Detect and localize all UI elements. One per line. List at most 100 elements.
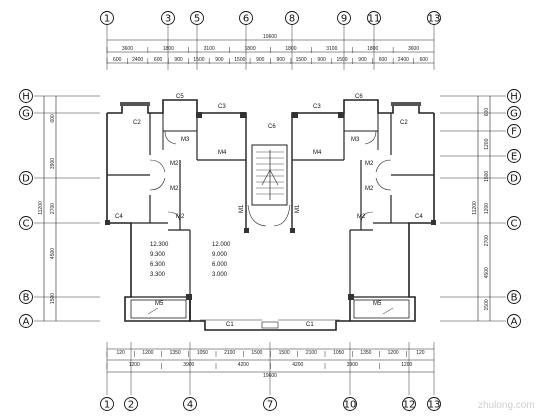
axis-bubble-top-5: 9 — [337, 11, 351, 25]
axis-bubble-right-7-label: A — [511, 316, 518, 327]
dim-top-row2-14: 2400 — [398, 57, 409, 63]
axis-bubble-top-5-label: 9 — [341, 13, 347, 24]
dim-bottom-row2-8: 1050 — [333, 350, 344, 356]
elevation-center-3: 3.000 — [212, 272, 228, 278]
axis-bubble-right-2-label: F — [511, 126, 517, 137]
axis-bubble-bottom-1-label: 2 — [128, 399, 134, 410]
axis-bubble-right-1: G — [507, 106, 521, 120]
axis-bubble-left-3: C — [19, 216, 33, 230]
dim-bottom-row2-5: 1500 — [251, 350, 262, 356]
axis-bubble-left-1: G — [19, 106, 33, 120]
dim-bottom-total: 19600 — [263, 373, 277, 379]
dim-left-total: 11200 — [38, 201, 44, 215]
axis-bubble-right-0-label: H — [510, 91, 518, 102]
dim-top-row2-6: 1500 — [234, 57, 245, 63]
axis-bubble-right-6-label: B — [511, 292, 518, 303]
elevation-list-left: 12.300 9.300 6.300 3.300 — [150, 242, 169, 278]
axis-bubble-left-5-label: A — [23, 316, 30, 327]
elevation-list-center: 12.000 9.000 6.000 3.000 — [212, 242, 231, 278]
dim-top-row2-9: 1500 — [296, 57, 307, 63]
elevation-left-3: 3.300 — [150, 272, 166, 278]
dim-top-row2-7: 900 — [256, 57, 265, 63]
dim-right-seg-1: 1200 — [484, 138, 490, 149]
room-label-c3-left: C3 — [218, 104, 226, 110]
axis-bubble-right-3: E — [507, 149, 521, 163]
dim-bottom-row1-0: 1200 — [129, 362, 140, 368]
room-label-c1-right: C1 — [306, 322, 314, 328]
dim-top-total: 19600 — [263, 34, 277, 40]
elevation-center-2: 6.000 — [212, 262, 228, 268]
axis-bubble-top-7-label: 13 — [428, 13, 441, 24]
dim-top-row2-11: 1500 — [336, 57, 347, 63]
room-label-c2-right: C2 — [400, 120, 408, 126]
dim-right-seg-0: 600 — [484, 108, 490, 117]
axis-bubble-left-3-label: C — [23, 218, 30, 229]
dim-top-row2-0: 600 — [113, 57, 122, 63]
room-label-m3-left: M3 — [181, 137, 190, 143]
axis-bubble-top-4: 8 — [285, 11, 299, 25]
room-label-m4-right: M4 — [313, 150, 322, 156]
axis-bubble-right-4-label: D — [510, 173, 518, 184]
axis-bubble-right-5: C — [507, 216, 521, 230]
dim-top-row2-15: 600 — [420, 57, 429, 63]
dim-right-seg-2: 1500 — [484, 171, 490, 182]
axis-bubble-top-1-label: 3 — [165, 13, 171, 24]
axis-bubble-top-6-label: 11 — [368, 13, 381, 24]
axis-bubble-right-6: B — [507, 290, 521, 304]
axis-bubble-left-4-label: B — [23, 292, 30, 303]
dim-bottom-row2-9: 1350 — [360, 350, 371, 356]
elevation-center-0: 12.000 — [212, 242, 231, 248]
room-label-m2-right-c: M2 — [357, 214, 366, 220]
room-label-c1-left: C1 — [226, 322, 234, 328]
dim-top-row2-13: 600 — [379, 57, 388, 63]
dim-left-seg-4: 1500 — [50, 293, 56, 304]
axis-bubble-left-2: D — [19, 171, 33, 185]
dim-top-row1-5: 3100 — [326, 46, 337, 52]
axis-bubble-bottom-6-label: 13 — [428, 399, 441, 410]
axis-bubble-top-1: 3 — [161, 11, 175, 25]
dim-left-seg-0: 600 — [50, 114, 56, 123]
axis-bubble-bottom-6: 13 — [427, 397, 441, 411]
axis-bubble-top-7: 13 — [427, 11, 441, 25]
room-label-m4-left: M4 — [218, 150, 227, 156]
dim-bottom-row2-6: 1500 — [279, 350, 290, 356]
dim-top-row2-3: 900 — [174, 57, 183, 63]
room-label-m2-left-a: M2 — [170, 161, 179, 167]
elevation-left-1: 9.300 — [150, 252, 166, 258]
room-label-c3-right: C3 — [313, 104, 321, 110]
dim-top-row2-4: 1500 — [193, 57, 204, 63]
dim-top-row1-6: 1800 — [367, 46, 378, 52]
room-label-c4-right: C4 — [415, 214, 423, 220]
dim-bottom-row1-1: 3900 — [183, 362, 194, 368]
axis-bubble-left-0-label: H — [22, 91, 30, 102]
axis-bubble-bottom-5-label: 12 — [403, 399, 416, 410]
dim-bottom-row2-10: 1200 — [388, 350, 399, 356]
room-label-c4-left: C4 — [115, 214, 123, 220]
dim-bottom-row2-3: 1050 — [197, 350, 208, 356]
dim-top-row1-7: 3600 — [408, 46, 419, 52]
axis-bubble-right-4: D — [507, 171, 521, 185]
room-label-c2-left: C2 — [133, 120, 141, 126]
dim-bottom-row1-2: 4200 — [238, 362, 249, 368]
dim-bottom-row2-11: 120 — [416, 350, 425, 356]
elevation-center-1: 9.000 — [212, 252, 228, 258]
watermark: zhulong.com — [478, 400, 535, 411]
axis-bubble-left-2-label: D — [22, 173, 30, 184]
axis-bubble-bottom-5: 12 — [402, 397, 416, 411]
dim-right-seg-6: 1500 — [484, 299, 490, 310]
dim-bottom-row1-5: 1200 — [401, 362, 412, 368]
dim-bottom-row2-7: 2100 — [306, 350, 317, 356]
dim-top-row2-8: 900 — [277, 57, 286, 63]
dim-bottom-row2-0: 120 — [116, 350, 125, 356]
axis-bubble-bottom-1: 2 — [124, 397, 138, 411]
room-label-m2-left-c: M2 — [176, 214, 185, 220]
dim-top-row1-0: 3600 — [122, 46, 133, 52]
axis-bubble-left-4: B — [19, 290, 33, 304]
dim-right-seg-4: 2700 — [484, 235, 490, 246]
axis-bubble-right-3-label: E — [511, 151, 517, 162]
dim-top-row1-1: 1800 — [163, 46, 174, 52]
axis-bubble-bottom-0-label: 1 — [104, 399, 110, 410]
dim-bottom-row2-4: 2100 — [224, 350, 235, 356]
